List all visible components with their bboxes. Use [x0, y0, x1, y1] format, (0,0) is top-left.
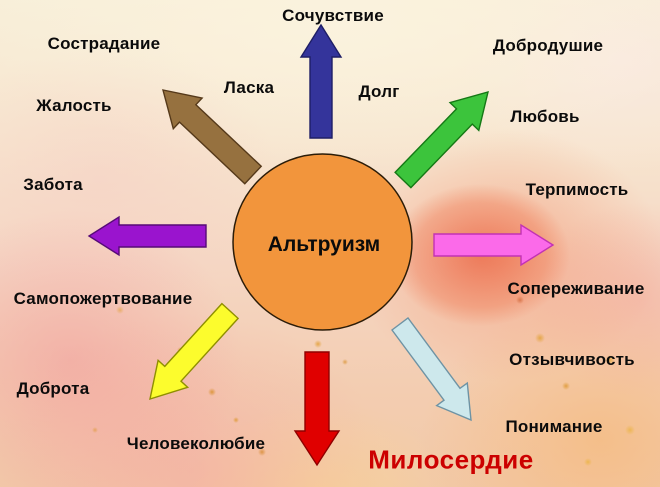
concept-label-laska: Ласка [223, 78, 275, 97]
arrow-up [299, 23, 343, 139]
circle-label: Альтруизм [267, 233, 381, 256]
concept-label-lyubov: Любовь [510, 107, 580, 126]
concept-label-sostradanie: Сострадание [47, 34, 161, 53]
altruism-circle [232, 153, 413, 331]
concept-label-dobrodushie: Добродушие [492, 36, 604, 55]
concept-label-dobrota: Доброта [16, 379, 90, 398]
concept-label-chelovekolyubie: Человеколюбие [126, 434, 266, 453]
concept-label-zhalost: Жалость [36, 96, 112, 115]
concept-label-ponimanie: Понимание [505, 417, 603, 436]
arrow-up-left [162, 89, 263, 185]
arrow-up-right [394, 91, 489, 189]
arrow-right [433, 223, 555, 267]
arrow-down [293, 351, 341, 467]
arrow-down-left [149, 302, 240, 401]
concept-label-soperezhivanie: Сопереживание [507, 279, 645, 298]
concept-label-terpimost: Терпимость [525, 180, 629, 199]
arrow-left [87, 215, 207, 257]
concept-label-otzyvchivost: Отзывчивость [509, 350, 635, 369]
concept-label-zabota: Забота [23, 175, 83, 194]
emphasis-label-miloserdie: Милосердие [368, 444, 534, 475]
concept-label-sochuvstvie: Сочувствие [282, 6, 384, 25]
arrow-down-right [391, 317, 472, 422]
concept-label-dolg: Долг [358, 82, 400, 101]
concept-label-samopozhertvovanie: Самопожертвование [13, 289, 193, 308]
